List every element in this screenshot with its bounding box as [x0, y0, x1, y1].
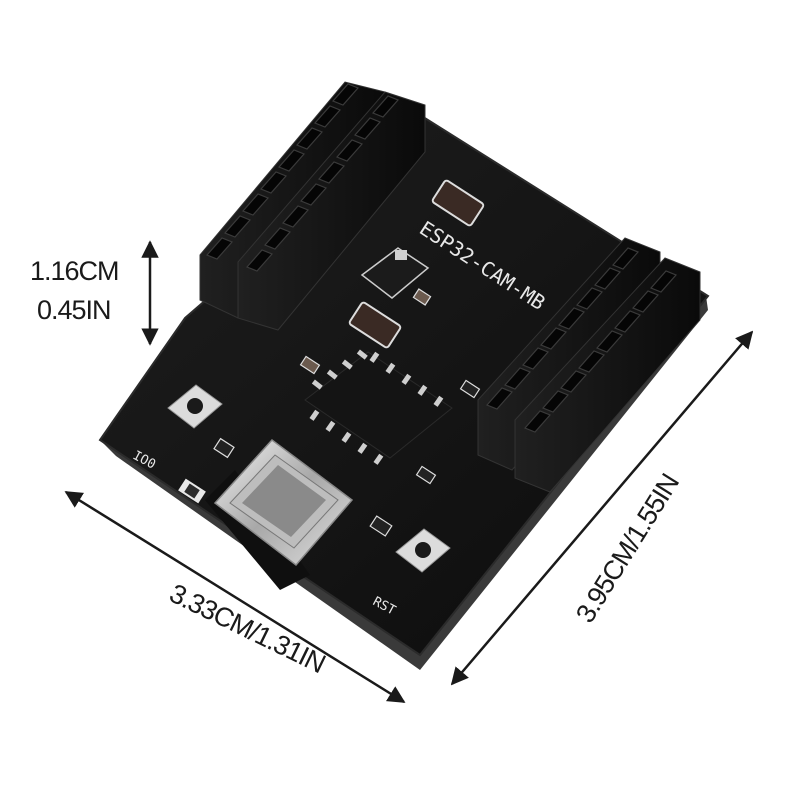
height-cm-label: 1.16CM [30, 256, 120, 286]
arrow-diagonal-icon [450, 330, 754, 686]
io0-button [167, 384, 223, 429]
usb-serial-chip [304, 349, 453, 465]
capacitor-middle [348, 301, 402, 349]
arrow-diagonal-icon [64, 490, 406, 704]
voltage-regulator [360, 247, 430, 299]
left-pin-header [199, 81, 426, 331]
height-in-label: 0.45IN [37, 295, 112, 325]
rst-button [395, 528, 451, 573]
capacitor-top [431, 179, 485, 227]
